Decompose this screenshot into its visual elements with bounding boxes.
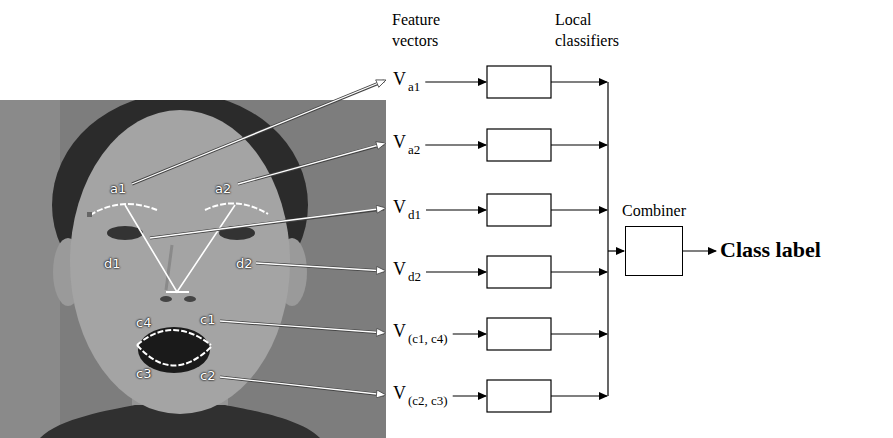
class-output-arrow xyxy=(683,250,716,251)
combiner-wires xyxy=(551,82,716,396)
output-label: Class label xyxy=(720,237,821,263)
vector-subscript: a1 xyxy=(408,79,420,95)
vector-subscript: d2 xyxy=(408,269,421,285)
vector-arrow xyxy=(425,144,486,145)
vector-subscript: (c2, c3) xyxy=(408,393,448,409)
local-classifiers xyxy=(487,66,551,412)
landmark-label: a2 xyxy=(215,181,231,197)
vector-symbol: V xyxy=(393,383,406,405)
bus-line xyxy=(607,82,608,396)
lip-curve xyxy=(137,345,211,366)
vector-arrow xyxy=(453,333,486,334)
vector-symbol: V xyxy=(393,321,406,343)
vector-subscript: a2 xyxy=(408,142,420,158)
combiner-node: Combiner xyxy=(610,201,698,276)
classifier-box xyxy=(487,318,551,350)
landmark-label: c4 xyxy=(136,315,151,331)
eyebrow-curve xyxy=(90,204,157,215)
combiner-heading: Combiner xyxy=(610,201,698,220)
combiner-box xyxy=(625,226,683,276)
output-arrow xyxy=(551,209,607,210)
landmark-label: d1 xyxy=(104,256,121,272)
landmark-dot xyxy=(87,212,92,217)
leader-line xyxy=(238,143,386,184)
column-header: Local classifiers xyxy=(555,10,631,52)
photo-wall xyxy=(0,100,60,438)
vector-symbol: V xyxy=(393,132,406,154)
landmark-label: c1 xyxy=(200,312,215,328)
distance-lines xyxy=(125,205,235,292)
lip-curve xyxy=(137,330,211,345)
output-arrow xyxy=(551,144,607,145)
vector-symbol: V xyxy=(393,197,406,219)
nose-bar xyxy=(166,291,189,293)
classifier-box xyxy=(487,194,551,226)
leader-line xyxy=(132,80,386,184)
leader-lines xyxy=(132,80,386,395)
combiner-input-arrow xyxy=(608,250,624,251)
column-header: Feature vectors xyxy=(392,10,458,52)
leader-line xyxy=(220,377,386,395)
classifier-box xyxy=(487,66,551,98)
classifier-box xyxy=(487,129,551,161)
vector-arrow xyxy=(453,395,486,396)
vector-subscript: (c1, c4) xyxy=(408,331,448,347)
leader-line xyxy=(220,321,386,333)
output-arrow xyxy=(551,395,607,396)
vector-arrow xyxy=(425,81,486,82)
output-arrow xyxy=(551,333,607,334)
leader-line xyxy=(256,263,386,271)
vector-symbol: V xyxy=(393,69,406,91)
vector-symbol: V xyxy=(393,259,406,281)
classifier-box xyxy=(487,256,551,288)
landmark-label: c2 xyxy=(200,368,215,384)
nostril xyxy=(160,296,172,302)
vector-subscript: d1 xyxy=(408,207,421,223)
face-photo xyxy=(0,100,386,438)
vector-arrow xyxy=(426,209,486,210)
classifier-box xyxy=(487,380,551,412)
eyebrow-curve xyxy=(205,203,268,214)
eye xyxy=(107,226,143,240)
output-arrow xyxy=(551,81,607,82)
landmark-label: c3 xyxy=(136,366,151,382)
vector-arrow xyxy=(426,271,486,272)
photo-ground xyxy=(0,100,386,438)
output-arrow xyxy=(551,271,607,272)
nostril xyxy=(184,296,196,302)
landmark-label: d2 xyxy=(236,256,253,272)
leader-line xyxy=(150,208,386,238)
landmark-label: a1 xyxy=(110,181,126,197)
